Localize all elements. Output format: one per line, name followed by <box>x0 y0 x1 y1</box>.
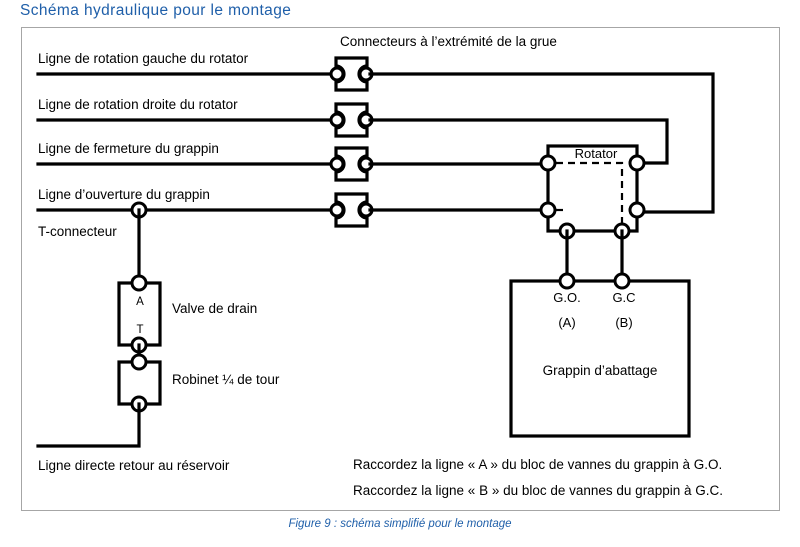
return-line-label: Ligne directe retour au réservoir <box>38 458 230 473</box>
t-connector-label: T-connecteur <box>38 224 117 239</box>
wire-line1-route <box>368 72 715 214</box>
page-title: Schéma hydraulique pour le montage <box>20 2 292 19</box>
instruction-line-a: Raccordez la ligne « A » du bloc de vann… <box>353 457 722 472</box>
connectors-header-label: Connecteurs à l’extrémité de la grue <box>340 34 557 49</box>
cock-port-top <box>130 353 148 371</box>
grapple-port-gc <box>613 272 631 290</box>
rotator-label: Rotator <box>575 146 618 161</box>
drain-valve: A T <box>117 274 162 354</box>
instruction-line-b: Raccordez la ligne « B » du bloc de vann… <box>353 483 723 498</box>
line-label-grapple-open: Ligne d’ouverture du grappin <box>38 187 210 202</box>
wire-return-to-reservoir <box>36 402 141 448</box>
rotator-port-mid-right <box>628 201 646 219</box>
rotator-port-top-left <box>539 154 557 172</box>
crane-connector-4 <box>329 192 374 228</box>
grapple-block: G.O. (A) G.C (B) Grappin d’abattage <box>509 272 691 438</box>
grapple-port-go <box>558 272 576 290</box>
rotator-block: Rotator <box>539 144 646 240</box>
grapple-port-gc-label: G.C <box>612 290 635 305</box>
crane-connector-2 <box>329 102 374 138</box>
grapple-port-gc-letter: (B) <box>615 315 632 330</box>
wire-line2-route <box>368 118 669 165</box>
quarter-turn-label: Robinet ¼ de tour <box>172 372 280 387</box>
crane-connector-1 <box>329 56 374 92</box>
line-label-grapple-close: Ligne de fermeture du grappin <box>38 141 219 156</box>
grapple-port-go-label: G.O. <box>553 290 580 305</box>
rotator-port-top-right <box>628 154 646 172</box>
crane-connector-3 <box>329 146 374 182</box>
rotator-port-mid-left <box>539 201 557 219</box>
drain-valve-label: Valve de drain <box>172 301 257 316</box>
figure-caption: Figure 9 : schéma simplifié pour le mont… <box>288 518 512 530</box>
grapple-port-go-letter: (A) <box>558 315 575 330</box>
line-label-rotation-left: Ligne de rotation gauche du rotator <box>38 51 249 66</box>
grapple-label: Grappin d’abattage <box>543 363 658 378</box>
line-label-rotation-right: Ligne de rotation droite du rotator <box>38 97 238 112</box>
drain-valve-letter-t: T <box>136 324 143 336</box>
drain-valve-port-a <box>130 274 148 292</box>
drain-valve-letter-a: A <box>136 296 144 308</box>
